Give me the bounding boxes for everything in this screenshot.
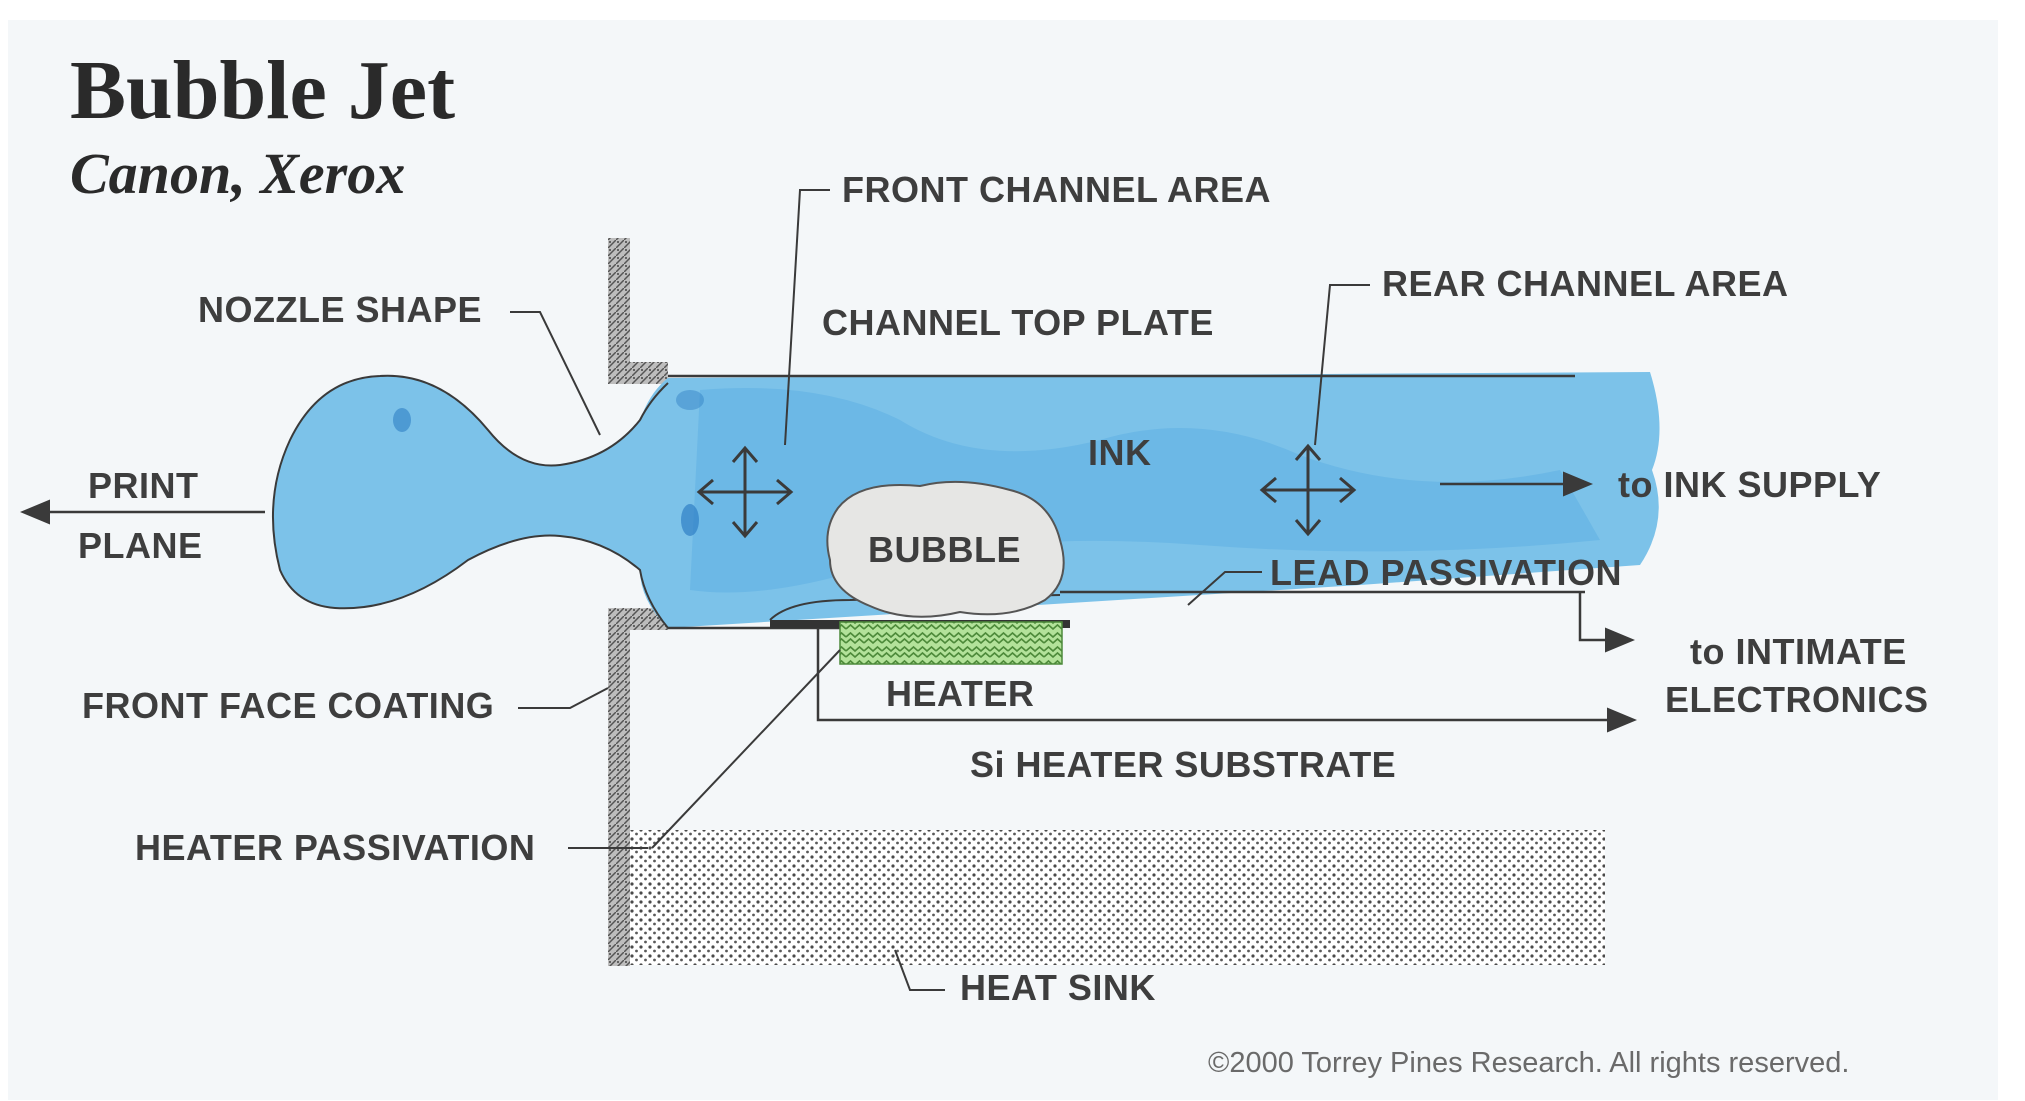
label-print: PRINT xyxy=(88,465,199,506)
rear-channel-arrows xyxy=(1259,443,1357,537)
label-front-face-coating: FRONT FACE COATING xyxy=(82,685,494,726)
ink-spot xyxy=(681,504,699,536)
heat-sink xyxy=(630,830,1605,965)
leader-lead-passivation xyxy=(1187,571,1262,606)
leader-heat-sink xyxy=(894,949,945,991)
leader-rear-channel-area xyxy=(1314,284,1370,446)
front-face-coating-upper xyxy=(608,238,630,383)
copyright-notice: ©2000 Torrey Pines Research. All rights … xyxy=(1208,1047,1849,1079)
label-front-channel-area: FRONT CHANNEL AREA xyxy=(842,169,1271,210)
label-plane: PLANE xyxy=(78,525,203,566)
label-electronics: ELECTRONICS xyxy=(1665,679,1929,720)
label-to-ink-supply: to INK SUPPLY xyxy=(1618,464,1881,505)
front-face-coating-lower xyxy=(608,608,630,966)
label-lead-passivation: LEAD PASSIVATION xyxy=(1270,552,1622,593)
label-nozzle-shape: NOZZLE SHAPE xyxy=(198,289,482,330)
electronics-arrow-upper xyxy=(1578,592,1635,653)
label-ink: INK xyxy=(1088,432,1152,473)
leader-front-channel-area xyxy=(784,189,830,446)
leader-front-face-coating xyxy=(518,687,609,709)
label-rear-channel-area: REAR CHANNEL AREA xyxy=(1382,263,1789,304)
label-to-intimate: to INTIMATE xyxy=(1690,631,1907,672)
ink-spot xyxy=(393,408,411,432)
label-bubble: BUBBLE xyxy=(868,529,1021,570)
label-heater-passivation: HEATER PASSIVATION xyxy=(135,827,535,868)
label-heat-sink: HEAT SINK xyxy=(960,967,1156,1008)
diagram-title: Bubble Jet xyxy=(70,44,455,137)
label-heater: HEATER xyxy=(886,673,1034,714)
leader-nozzle-shape xyxy=(510,311,601,436)
label-channel-top-plate: CHANNEL TOP PLATE xyxy=(822,302,1214,343)
label-si-heater-substrate: Si HEATER SUBSTRATE xyxy=(970,744,1396,785)
electronics-arrow-lower xyxy=(816,628,1637,733)
front-face-coating-lower-lip xyxy=(608,608,668,630)
leader-heater-passivation-diag xyxy=(651,649,841,849)
nozzle-outline xyxy=(271,374,669,629)
front-face-coating-upper-lip xyxy=(608,362,668,384)
heater-passivation-edge xyxy=(769,594,1061,621)
ink-spot xyxy=(676,390,704,410)
bubble xyxy=(826,480,1065,618)
front-channel-arrows xyxy=(696,445,794,539)
heater xyxy=(839,621,1063,665)
diagram-subtitle: Canon, Xerox xyxy=(70,141,405,206)
